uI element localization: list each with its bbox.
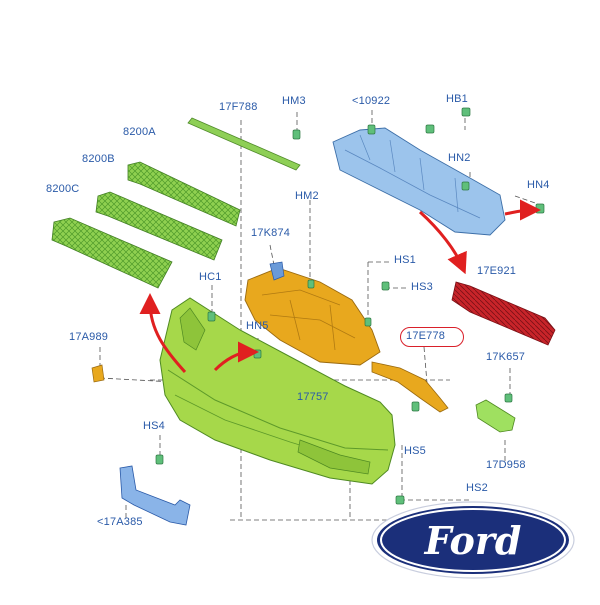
- label-10922: <10922: [352, 95, 391, 107]
- label-17K874: 17K874: [251, 227, 291, 239]
- label-HN2: HN2: [448, 152, 471, 164]
- label-HS5: HS5: [404, 445, 426, 457]
- label-17F788: 17F788: [219, 101, 258, 113]
- grille-8200C: [51, 217, 173, 289]
- bracket-17A385: [119, 465, 191, 526]
- label-HS2: HS2: [466, 482, 488, 494]
- red-arrows: [139, 199, 541, 374]
- part-17A989: [91, 364, 105, 383]
- label-17K657: 17K657: [486, 351, 526, 363]
- ford-logo-text: Ford: [424, 518, 522, 563]
- label-HM3: HM3: [282, 95, 306, 107]
- strip-17F788: [187, 117, 301, 171]
- label-HS1: HS1: [394, 254, 416, 266]
- label-HM2: HM2: [295, 190, 319, 202]
- label-HC1: HC1: [199, 271, 222, 283]
- label-8200B: 8200B: [82, 153, 115, 165]
- highlight-ring-17E778: [400, 327, 464, 347]
- splash-shield: [244, 267, 381, 366]
- bracket-17E778: [371, 361, 449, 413]
- label-17A385: <17A385: [97, 516, 143, 528]
- label-8200C: 8200C: [46, 183, 80, 195]
- label-17E778: 17E778: [406, 330, 446, 342]
- label-17757: 17757: [297, 391, 329, 403]
- label-8200A: 8200A: [123, 126, 156, 138]
- ford-logo: Ford: [371, 501, 575, 579]
- grille-8200A: [127, 161, 241, 227]
- label-HS3: HS3: [411, 281, 433, 293]
- absorber-17E921: [451, 281, 556, 346]
- grille-8200B: [95, 191, 223, 261]
- label-17D958: 17D958: [486, 459, 526, 471]
- label-HN4: HN4: [527, 179, 550, 191]
- label-17A989: 17A989: [69, 331, 109, 343]
- reinforcement-beam: [332, 127, 506, 236]
- label-HS4: HS4: [143, 420, 165, 432]
- label-HB1: HB1: [446, 93, 468, 105]
- label-17E921: 17E921: [477, 265, 517, 277]
- bracket-17K874: [269, 261, 285, 281]
- label-HN5: HN5: [246, 320, 269, 332]
- bumper-cover: [159, 297, 396, 485]
- bracket-17D958: [475, 399, 516, 433]
